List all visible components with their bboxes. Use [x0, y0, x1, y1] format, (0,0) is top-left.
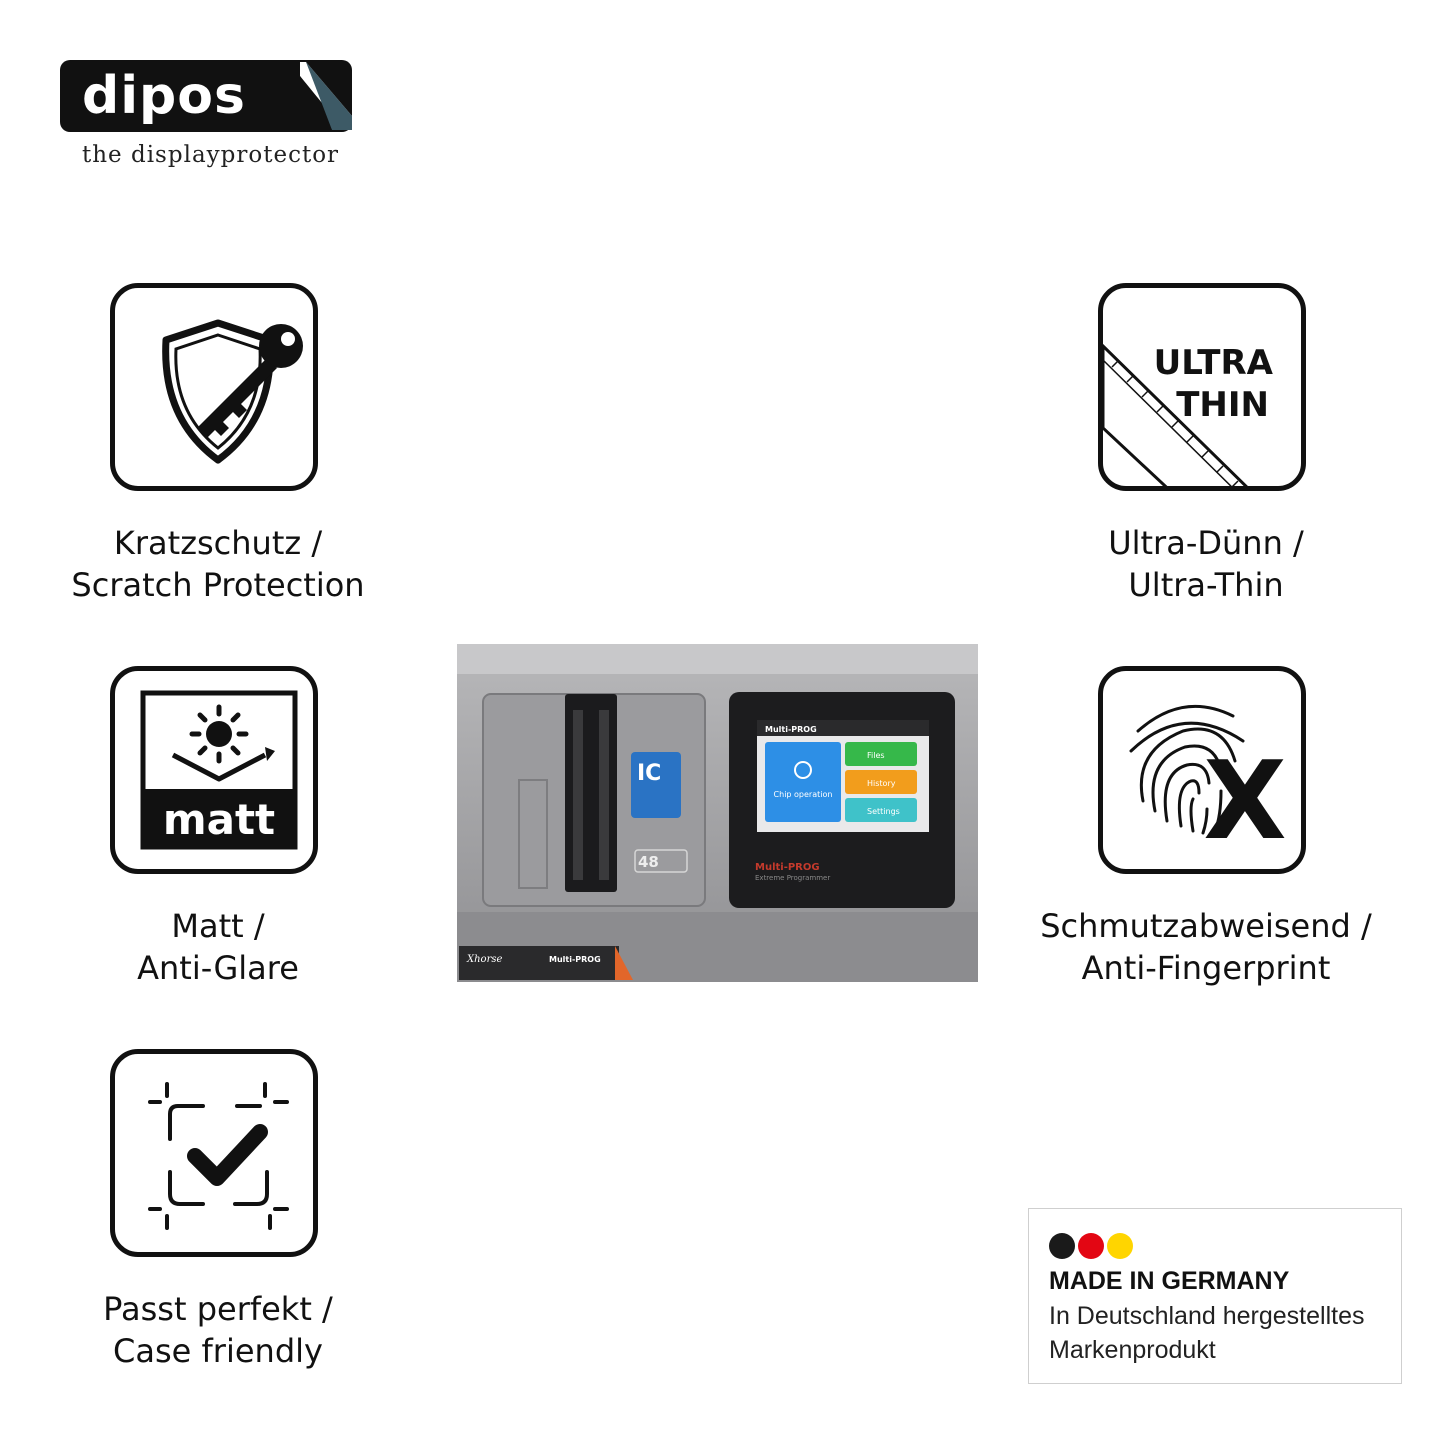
flag-dots [1049, 1233, 1136, 1259]
thin-label-line: THIN [1176, 385, 1269, 425]
caption-line: Ultra-Dünn / [1108, 524, 1304, 562]
fingerprint-x-icon [1129, 704, 1245, 835]
feature-caption-scratch: Kratzschutz / Scratch Protection [8, 522, 428, 606]
made-in-germany-badge: MADE IN GERMANY In Deutschland hergestel… [1028, 1208, 1402, 1384]
brand-logo: dipos the displayprotector [60, 60, 360, 180]
caption-line: Case friendly [113, 1332, 323, 1370]
logo-wordmark: dipos [82, 66, 246, 126]
device-model-label: Multi-PROG [755, 862, 820, 873]
badge-sub-line: Markenprodukt [1049, 1336, 1216, 1364]
caption-line: Ultra-Thin [1128, 566, 1284, 604]
svg-text:IC: IC [637, 761, 661, 786]
matt-icon-label: matt [162, 795, 276, 844]
caption-line: Anti-Fingerprint [1081, 949, 1331, 987]
flag-dot-red [1078, 1233, 1104, 1259]
feature-caption-matt: Matt / Anti-Glare [8, 905, 428, 989]
feature-caption-ultra-thin: Ultra-Dünn / Ultra-Thin [996, 522, 1416, 606]
fingerprint-x-mark: X [1203, 739, 1287, 864]
device-brand-label: Xhorse [466, 954, 502, 965]
badge-subtitle: In Deutschland hergestelltes Markenprodu… [1049, 1299, 1399, 1367]
badge-sub-line: In Deutschland hergestelltes [1049, 1302, 1365, 1330]
scratch-protection-icon-box [110, 283, 318, 491]
caption-line: Passt perfekt / [103, 1290, 333, 1328]
programmer-device: IC 48 Multi-PROG Chip operation Files Hi… [457, 644, 978, 982]
ultra-label-line: ULTRA [1153, 343, 1273, 383]
page-corner-icon [300, 62, 352, 130]
product-image: IC 48 Multi-PROG Chip operation Files Hi… [455, 640, 980, 985]
caption-line: Kratzschutz / [113, 524, 323, 562]
device-subtitle-label: Extreme Programmer [755, 874, 830, 882]
caption-line: Scratch Protection [71, 566, 365, 604]
screen-tile-settings: Settings [867, 807, 900, 816]
caption-line: Schmutzabweisend / [1040, 907, 1372, 945]
matt-sun-icon [140, 690, 298, 850]
feature-caption-fingerprint: Schmutzabweisend / Anti-Fingerprint [996, 905, 1416, 989]
ultra-thin-ruler-icon [1103, 343, 1248, 486]
caption-line: Matt / [171, 907, 265, 945]
pin-count-label: 48 [638, 853, 659, 871]
anti-fingerprint-icon-box: X [1098, 666, 1306, 874]
case-friendly-icon-box [110, 1049, 318, 1257]
feature-caption-case: Passt perfekt / Case friendly [8, 1288, 428, 1372]
matt-icon-box: matt [110, 666, 318, 874]
badge-title: MADE IN GERMANY [1049, 1267, 1290, 1295]
logo-tagline: the displayprotector [82, 142, 340, 168]
shield-key-icon [162, 319, 303, 464]
screen-tile-files: Files [867, 751, 885, 760]
flag-dot-gold [1107, 1233, 1133, 1259]
ultra-thin-icon-box: ULTRA THIN [1098, 283, 1306, 491]
screen-tile-chip: Chip operation [774, 790, 833, 799]
screen-tile-history: History [867, 779, 896, 788]
screen-title: Multi-PROG [765, 725, 817, 734]
device-bottom-model: Multi-PROG [549, 955, 601, 964]
ultra-thin-label: ULTRA THIN [1123, 342, 1293, 426]
flag-dot-black [1049, 1233, 1075, 1259]
case-check-icon [148, 1082, 289, 1230]
caption-line: Anti-Glare [137, 949, 299, 987]
